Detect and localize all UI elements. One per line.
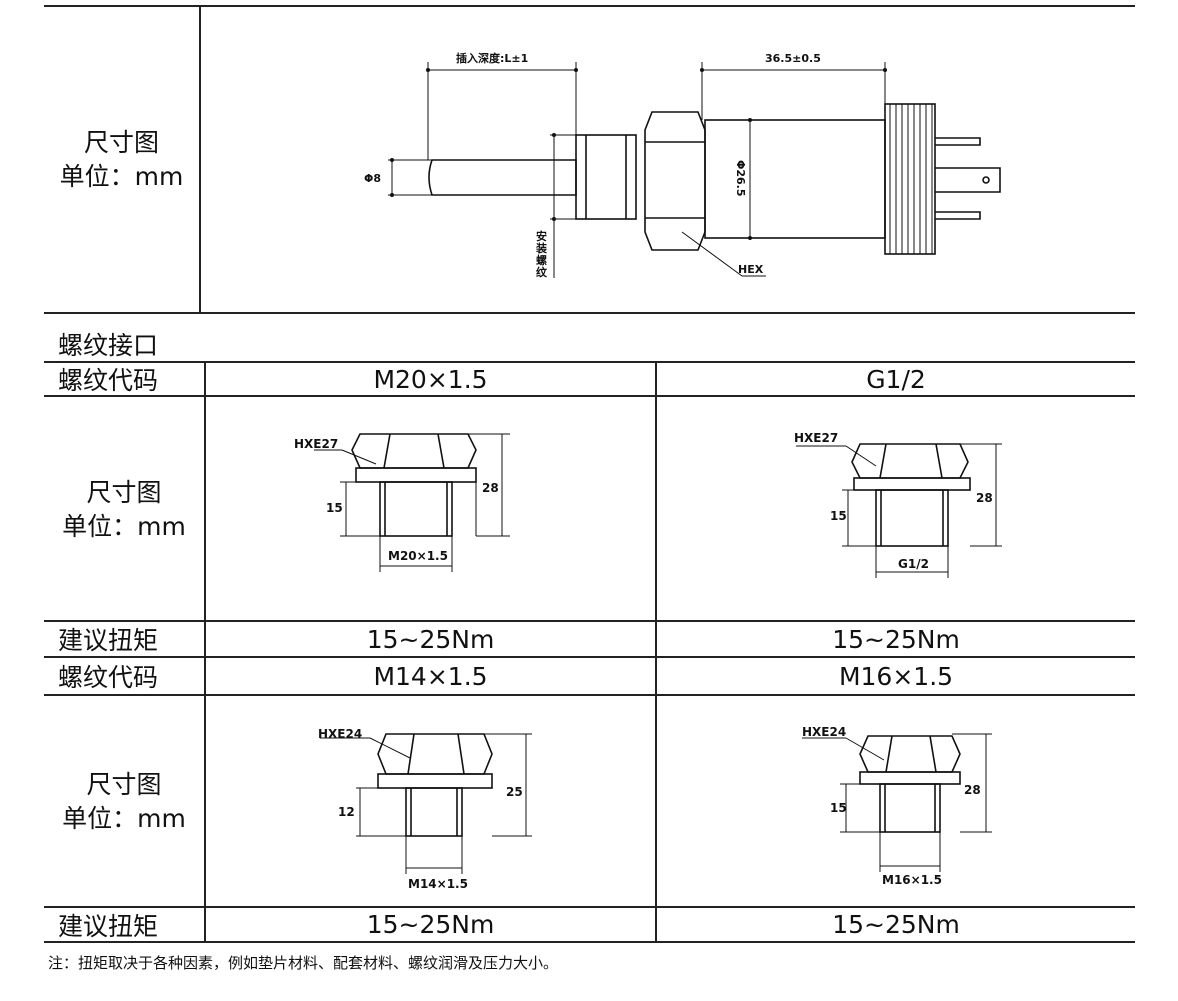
hex-label: HXE27	[794, 431, 838, 445]
torque-label: 建议扭矩	[58, 911, 159, 941]
hex-label: HXE24	[318, 727, 362, 741]
vrule-top	[199, 5, 201, 312]
code-cell-1: M14×1.5	[373, 661, 488, 691]
rule-2	[44, 395, 1135, 397]
dimension-label-line2: 单位：mm	[62, 512, 186, 541]
torque-cell-2: 15~25Nm	[832, 910, 960, 939]
rule-bottom	[44, 941, 1135, 943]
thread-size-label: M16×1.5	[882, 873, 942, 887]
height-total-label: 25	[506, 785, 523, 799]
hex-label: HXE24	[802, 725, 846, 739]
rule-5	[44, 694, 1135, 696]
fitting-drawing-g12: HXE27 28 15 G1/2	[794, 431, 1002, 578]
torque-cell-1: 15~25Nm	[366, 910, 495, 939]
height-thread-label: 15	[326, 501, 343, 515]
dimension-label-line2: 单位：mm	[62, 804, 186, 833]
thread-size-label: G1/2	[898, 557, 929, 571]
thread-label-1: 安	[536, 229, 547, 243]
thread-label-4: 纹	[536, 265, 548, 279]
rule-under-diagram	[44, 312, 1135, 314]
thread-size-label: M14×1.5	[408, 877, 468, 891]
rule-3	[44, 620, 1135, 622]
fitting-drawing-m14: HXE24 25 12 M14×1.5	[318, 727, 532, 891]
code-cell-2: G1/2	[866, 364, 926, 394]
code-cell-2: M16×1.5	[838, 661, 954, 691]
dimension-label-line1: 尺寸图	[83, 128, 159, 157]
code-label: 螺纹代码	[58, 366, 159, 395]
height-total-label: 28	[482, 481, 499, 495]
torque-cell-1: 15~25Nm	[366, 624, 495, 654]
body-dia-label: Φ26.5	[734, 160, 747, 197]
vrule-left	[204, 361, 206, 941]
probe-dia-label: Φ8	[364, 172, 381, 185]
height-thread-label: 12	[338, 805, 355, 819]
rule-4	[44, 656, 1135, 658]
fitting-drawing-m16: HXE24 28 15 M16×1.5	[802, 725, 992, 887]
code-label: 螺纹代码	[58, 663, 159, 692]
torque-cell-2: 15~25Nm	[832, 624, 960, 654]
hex-label: HXE27	[294, 437, 338, 451]
dimension-label: 尺寸图 单位：mm	[44, 762, 204, 842]
height-thread-label: 15	[830, 801, 847, 815]
rule-top	[44, 5, 1135, 7]
thread-size-label: M20×1.5	[388, 549, 448, 563]
height-thread-label: 15	[830, 509, 847, 523]
height-total-label: 28	[976, 491, 993, 505]
dimension-label: 尺寸图 单位：mm	[44, 470, 204, 550]
thread-label-3: 螺	[536, 253, 547, 267]
vrule-mid	[655, 361, 657, 941]
height-total-label: 28	[964, 783, 981, 797]
insertion-depth-label: 插入深度:L±1	[456, 51, 528, 65]
section-title: 螺纹接口	[58, 331, 159, 360]
dimension-label-line1: 尺寸图	[86, 770, 162, 799]
length-label: 36.5±0.5	[765, 52, 821, 65]
rule-1	[44, 361, 1135, 363]
hex-label: HEX	[738, 263, 764, 276]
dimension-label-line2: 单位：mm	[59, 162, 184, 191]
footnote: 注：扭矩取决于各种因素，例如垫片材料、配套材料、螺纹润滑及压力大小。	[48, 954, 559, 972]
code-cell-1: M20×1.5	[373, 364, 488, 394]
thread-label-2: 装	[535, 241, 547, 255]
dimension-label-line1: 尺寸图	[86, 478, 162, 507]
dimension-label-top: 尺寸图 单位：mm	[44, 120, 199, 200]
rule-6	[44, 906, 1135, 908]
fitting-drawing-m20: HXE27 28 15 M20×1.5	[294, 433, 510, 572]
torque-label: 建议扭矩	[58, 626, 159, 655]
sensor-dimension-drawing: 插入深度:L±1 36.5±0.5 Φ8 Φ26.5 安 装 螺 纹 HEX	[364, 51, 1001, 279]
